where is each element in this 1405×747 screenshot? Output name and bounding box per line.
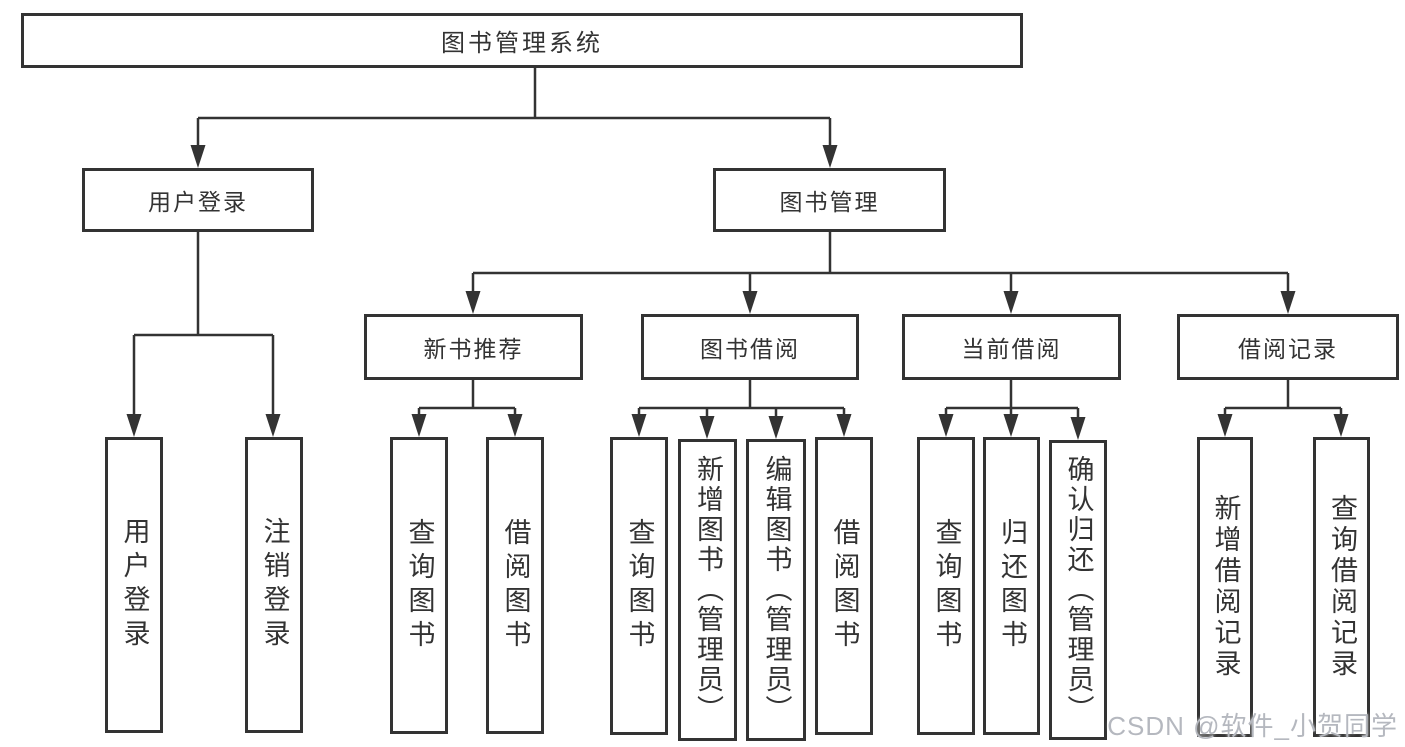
connector-line (637, 380, 846, 418)
node-book-borrow: 图书借阅 (641, 314, 859, 380)
leaf-confirm-return-admin: 确认归还（管理员） (1049, 440, 1107, 740)
connector-line (471, 232, 1290, 293)
connector-new-book-children (411, 380, 523, 437)
leaf-borrow-books-recommend: 借阅图书 (486, 437, 544, 734)
node-root: 图书管理系统 (21, 13, 1023, 68)
node-root-label: 图书管理系统 (441, 30, 603, 57)
leaf-user-login: 用户登录 (105, 437, 163, 733)
arrowhead (631, 414, 852, 439)
arrowhead (465, 291, 1296, 314)
connector-root-to-level2 (190, 68, 838, 168)
leaf-edit-book-admin: 编辑图书（管理员） (746, 439, 806, 741)
leaf-query-books-current: 查询图书 (917, 437, 975, 735)
node-user-login-label: 用户登录 (148, 189, 248, 215)
connector-book-mgmt-to-level3 (465, 232, 1296, 314)
node-book-management: 图书管理 (713, 168, 946, 232)
leaf-return-books: 归还图书 (983, 437, 1040, 735)
connector-line (417, 380, 517, 416)
leaf-add-borrow-record: 新增借阅记录 (1197, 437, 1253, 737)
node-current-borrow: 当前借阅 (902, 314, 1121, 380)
leaf-borrow-books: 借阅图书 (815, 437, 873, 735)
connector-book-borrow-children (631, 380, 852, 439)
connector-borrow-records-children (1217, 380, 1349, 437)
arrowhead (938, 414, 1086, 440)
connector-line (132, 232, 275, 416)
node-new-book-recommend: 新书推荐 (364, 314, 583, 380)
connector-current-borrow-children (938, 380, 1086, 440)
leaf-add-book-admin: 新增图书（管理员） (678, 439, 737, 741)
leaf-query-borrow-record: 查询借阅记录 (1313, 437, 1370, 737)
connector-user-login-children (126, 232, 281, 437)
arrowhead (411, 414, 523, 437)
node-borrow-records: 借阅记录 (1177, 314, 1399, 380)
connector-line (944, 380, 1080, 417)
node-new-book-recommend-label: 新书推荐 (423, 336, 524, 362)
connector-line (1223, 380, 1343, 416)
arrowhead (1217, 414, 1349, 437)
node-book-management-label: 图书管理 (779, 189, 880, 215)
node-user-login: 用户登录 (82, 168, 314, 232)
node-book-borrow-label: 图书借阅 (700, 336, 800, 362)
csdn-watermark: CSDN @软件_小贺同学 (1107, 711, 1398, 741)
leaf-query-books-recommend: 查询图书 (390, 437, 448, 734)
arrowhead (190, 145, 838, 168)
leaf-query-books-borrow: 查询图书 (610, 437, 668, 735)
connector-line (196, 68, 832, 148)
node-current-borrow-label: 当前借阅 (961, 336, 1062, 362)
node-borrow-records-label: 借阅记录 (1238, 336, 1338, 362)
arrowhead (126, 414, 281, 437)
leaf-logout: 注销登录 (245, 437, 303, 733)
